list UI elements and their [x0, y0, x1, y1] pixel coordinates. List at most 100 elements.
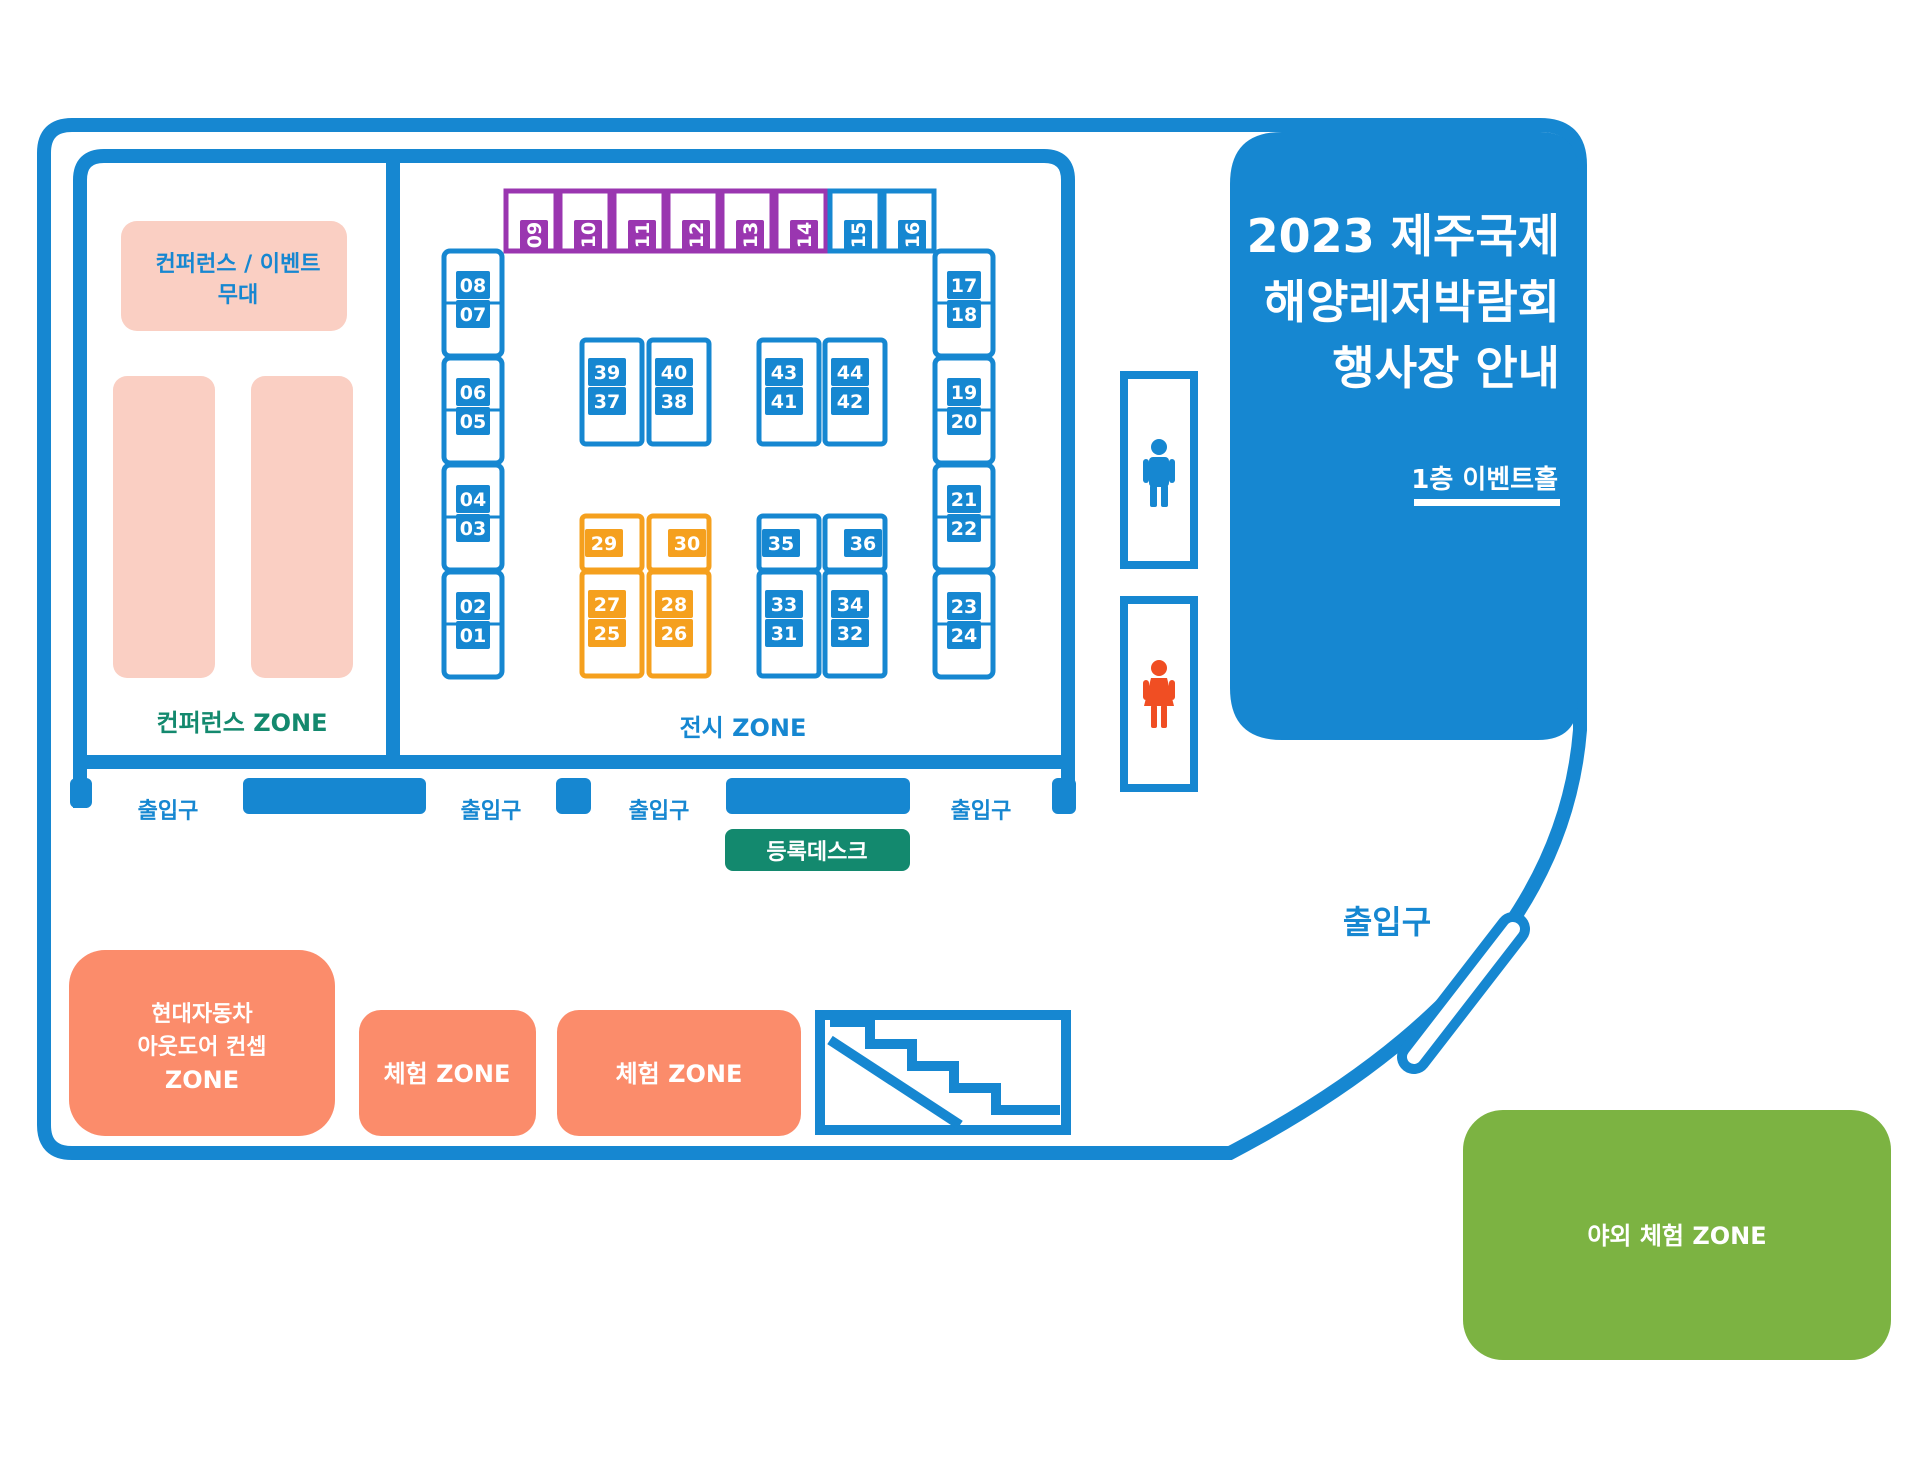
booth-34-tag — [831, 590, 869, 618]
outdoor-experience-zone-label: 야외 체험 ZONE — [1587, 1222, 1766, 1250]
experience-zone-1-label: 체험 ZONE — [384, 1060, 511, 1088]
booth-13-tag — [736, 220, 764, 250]
outdoor-experience-zone — [1463, 1110, 1891, 1360]
booth-38-number: 38 — [661, 391, 687, 413]
hyundai-zone-label-1: 현대자동차 — [151, 1002, 253, 1027]
exhibition-hall-outline — [393, 149, 1075, 808]
exhibition-zone-label: 전시 ZONE — [680, 714, 807, 742]
booth-17-tag — [947, 271, 981, 299]
booth-40-tag — [655, 358, 693, 386]
booth-37-number: 37 — [594, 391, 620, 413]
hyundai-zone-label-2: 아웃도어 컨셉 — [137, 1035, 266, 1060]
booth-08-tag — [456, 271, 490, 299]
main-entrance-door — [1397, 912, 1530, 1074]
entrance-label-1: 출입구 — [138, 799, 199, 824]
booth-30-tag — [668, 529, 706, 557]
woman-icon — [1143, 660, 1175, 728]
booth-27-tag — [588, 590, 626, 618]
booth-24-tag — [947, 621, 981, 649]
booth-06-number: 06 — [460, 382, 486, 404]
booth-31-number: 31 — [771, 623, 797, 645]
booth-04-number: 04 — [460, 489, 486, 511]
booth-13-number: 13 — [740, 222, 762, 248]
hyundai-zone — [69, 950, 335, 1136]
wall-segment-2 — [556, 778, 591, 814]
booth-42-number: 42 — [837, 391, 863, 413]
floor-label-underline — [1414, 499, 1560, 506]
booth-27-number: 27 — [594, 594, 620, 616]
registration-desk-label: 등록데스크 — [766, 840, 867, 865]
floor-label: 1층 이벤트홀 — [1411, 465, 1558, 495]
booth-33-number: 33 — [771, 594, 797, 616]
booth-32-tag — [831, 619, 869, 647]
booth-43-number: 43 — [771, 362, 797, 384]
booth-16-tag — [898, 220, 926, 250]
booth-36-tag — [844, 529, 882, 557]
booth-30-number: 30 — [674, 533, 700, 555]
booth-29-number: 29 — [591, 533, 617, 555]
booth-24-number: 24 — [951, 625, 977, 647]
booth-10-number: 10 — [578, 222, 600, 248]
wall-segment-3 — [726, 778, 910, 814]
booth-28-number: 28 — [661, 594, 687, 616]
title-line-1: 2023 제주국제 — [1247, 209, 1560, 263]
booth-29-tag — [585, 529, 623, 557]
title-line-2: 해양레저박람회 — [1264, 275, 1560, 329]
booth-25-number: 25 — [594, 623, 620, 645]
staircase-icon — [815, 1010, 1071, 1135]
wall-segment-0 — [70, 778, 92, 808]
booth-26-tag — [655, 619, 693, 647]
booth-37-tag — [588, 387, 626, 415]
booth-05-tag — [456, 407, 490, 435]
booth-02-number: 02 — [460, 596, 486, 618]
entrance-label-4: 출입구 — [951, 799, 1012, 824]
booth-23-number: 23 — [951, 596, 977, 618]
conference-stage-label-2: 무대 — [218, 283, 258, 308]
booth-28-tag — [655, 590, 693, 618]
wall-segment-1 — [243, 778, 426, 814]
restroom-men — [1120, 371, 1198, 569]
conference-zone-label: 컨퍼런스 ZONE — [157, 709, 328, 737]
booth-09-number: 09 — [524, 222, 546, 248]
seating-block-left — [113, 376, 215, 678]
booth-19-number: 19 — [951, 382, 977, 404]
booth-05-number: 05 — [460, 411, 486, 433]
registration-desk — [725, 829, 910, 871]
booth-11-number: 11 — [632, 222, 654, 248]
booth-42-tag — [831, 387, 869, 415]
entrance-label-2: 출입구 — [461, 799, 522, 824]
title-panel — [1230, 132, 1578, 740]
booth-01-number: 01 — [460, 625, 486, 647]
booth-15-number: 15 — [848, 222, 870, 248]
conference-hall-outline — [73, 149, 400, 808]
booth-44-tag — [831, 358, 869, 386]
entrance-label-main: 출입구 — [1343, 903, 1431, 941]
booth-14-tag — [790, 220, 818, 250]
booth-22-tag — [947, 514, 981, 542]
booth-43-tag — [765, 358, 803, 386]
restroom-women — [1120, 596, 1198, 792]
booth-41-number: 41 — [771, 391, 797, 413]
booth-23-tag — [947, 592, 981, 620]
booth-32-number: 32 — [837, 623, 863, 645]
building-outline — [37, 118, 1587, 1160]
booth-35-tag — [762, 529, 800, 557]
booth-44-number: 44 — [837, 362, 863, 384]
booth-15-tag — [844, 220, 872, 250]
booth-11-tag — [628, 220, 656, 250]
booth-08-number: 08 — [460, 275, 486, 297]
booth-01-tag — [456, 621, 490, 649]
booth-40-number: 40 — [661, 362, 687, 384]
booth-38-tag — [655, 387, 693, 415]
booth-16-number: 16 — [902, 222, 924, 248]
booth-07-tag — [456, 300, 490, 328]
booth-07-number: 07 — [460, 304, 486, 326]
experience-zone-2 — [557, 1010, 801, 1136]
booth-25-tag — [588, 619, 626, 647]
booth-19-tag — [947, 378, 981, 406]
booth-21-number: 21 — [951, 489, 977, 511]
booth-21-tag — [947, 485, 981, 513]
booth-14-number: 14 — [794, 222, 816, 248]
